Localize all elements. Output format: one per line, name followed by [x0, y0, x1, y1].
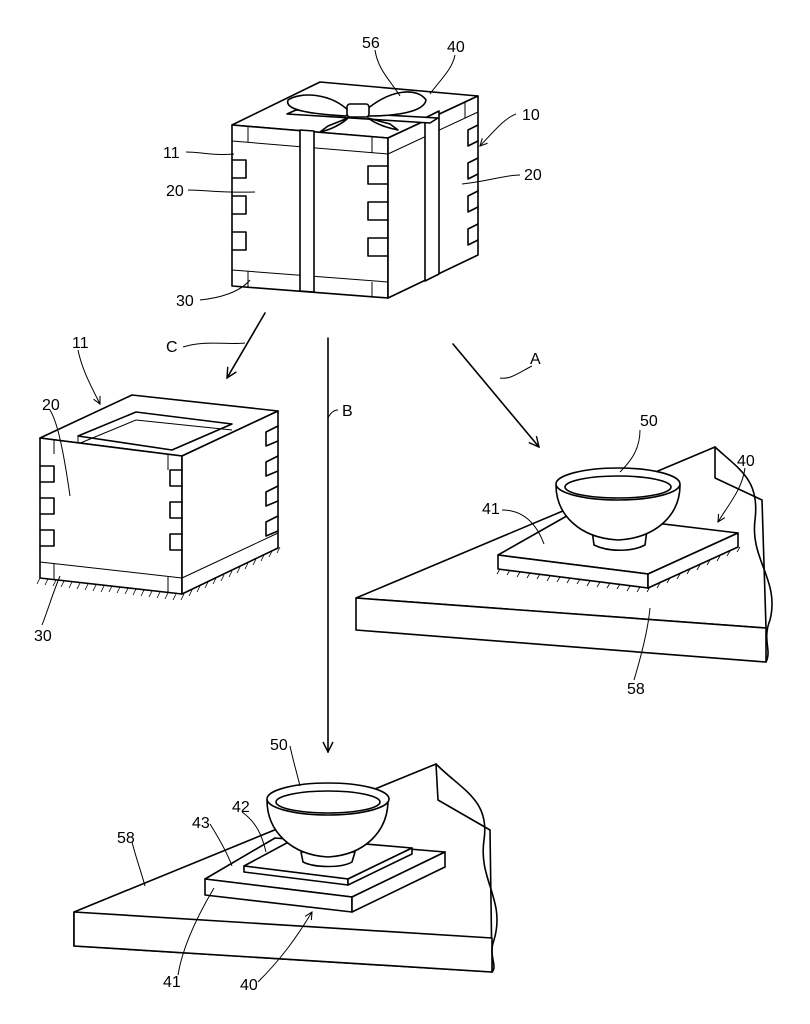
label-gift-side-right: 20 — [524, 167, 542, 184]
label-arrow-a: A — [530, 351, 541, 368]
label-tray-b: 40 — [240, 977, 258, 994]
label-gift-band: 56 — [362, 35, 380, 52]
label-tray-top-b: 41 — [163, 974, 181, 991]
label-table-b: 58 — [117, 830, 135, 847]
gift-ribbon — [286, 91, 440, 293]
label-tray-top-a: 41 — [482, 501, 500, 518]
table-b-break — [435, 763, 498, 973]
label-masu-bottom: 30 — [34, 628, 52, 645]
label-masu-box: 11 — [72, 335, 89, 352]
cup-a — [555, 467, 681, 552]
label-gift-tray: 40 — [447, 39, 465, 56]
label-gift-bottom: 30 — [176, 293, 194, 310]
label-gift-side-left: 20 — [166, 183, 184, 200]
panel-a-drawing — [355, 446, 773, 663]
tray-b — [204, 837, 446, 913]
label-arrow-b: B — [342, 403, 353, 420]
leader-lines — [41, 49, 746, 983]
label-tray-mid-b: 43 — [192, 815, 210, 832]
label-gift-masu: 11 — [163, 145, 180, 162]
label-gift-box: 10 — [522, 107, 540, 124]
panel-b-drawing — [73, 763, 498, 973]
label-arrow-c: C — [166, 339, 178, 356]
cup-b — [266, 782, 390, 868]
table-a-break — [714, 446, 773, 663]
label-cup-a: 50 — [640, 413, 658, 430]
arrow-c — [226, 312, 266, 378]
label-masu-side: 20 — [42, 397, 60, 414]
masu-box-drawing — [36, 394, 281, 601]
gift-box-drawing — [231, 81, 479, 299]
label-table-a: 58 — [627, 681, 645, 698]
reference-labels: 56 40 10 11 20 20 30 C B A 11 20 30 50 4… — [34, 35, 755, 994]
arrow-a — [452, 343, 539, 447]
label-tray-a: 40 — [737, 453, 755, 470]
gift-box-dovetails — [231, 124, 479, 257]
label-cup-b: 50 — [270, 737, 288, 754]
flow-arrows — [226, 312, 539, 752]
label-tray-inner-b: 42 — [232, 799, 250, 816]
masu-floor-hatch — [36, 546, 281, 601]
